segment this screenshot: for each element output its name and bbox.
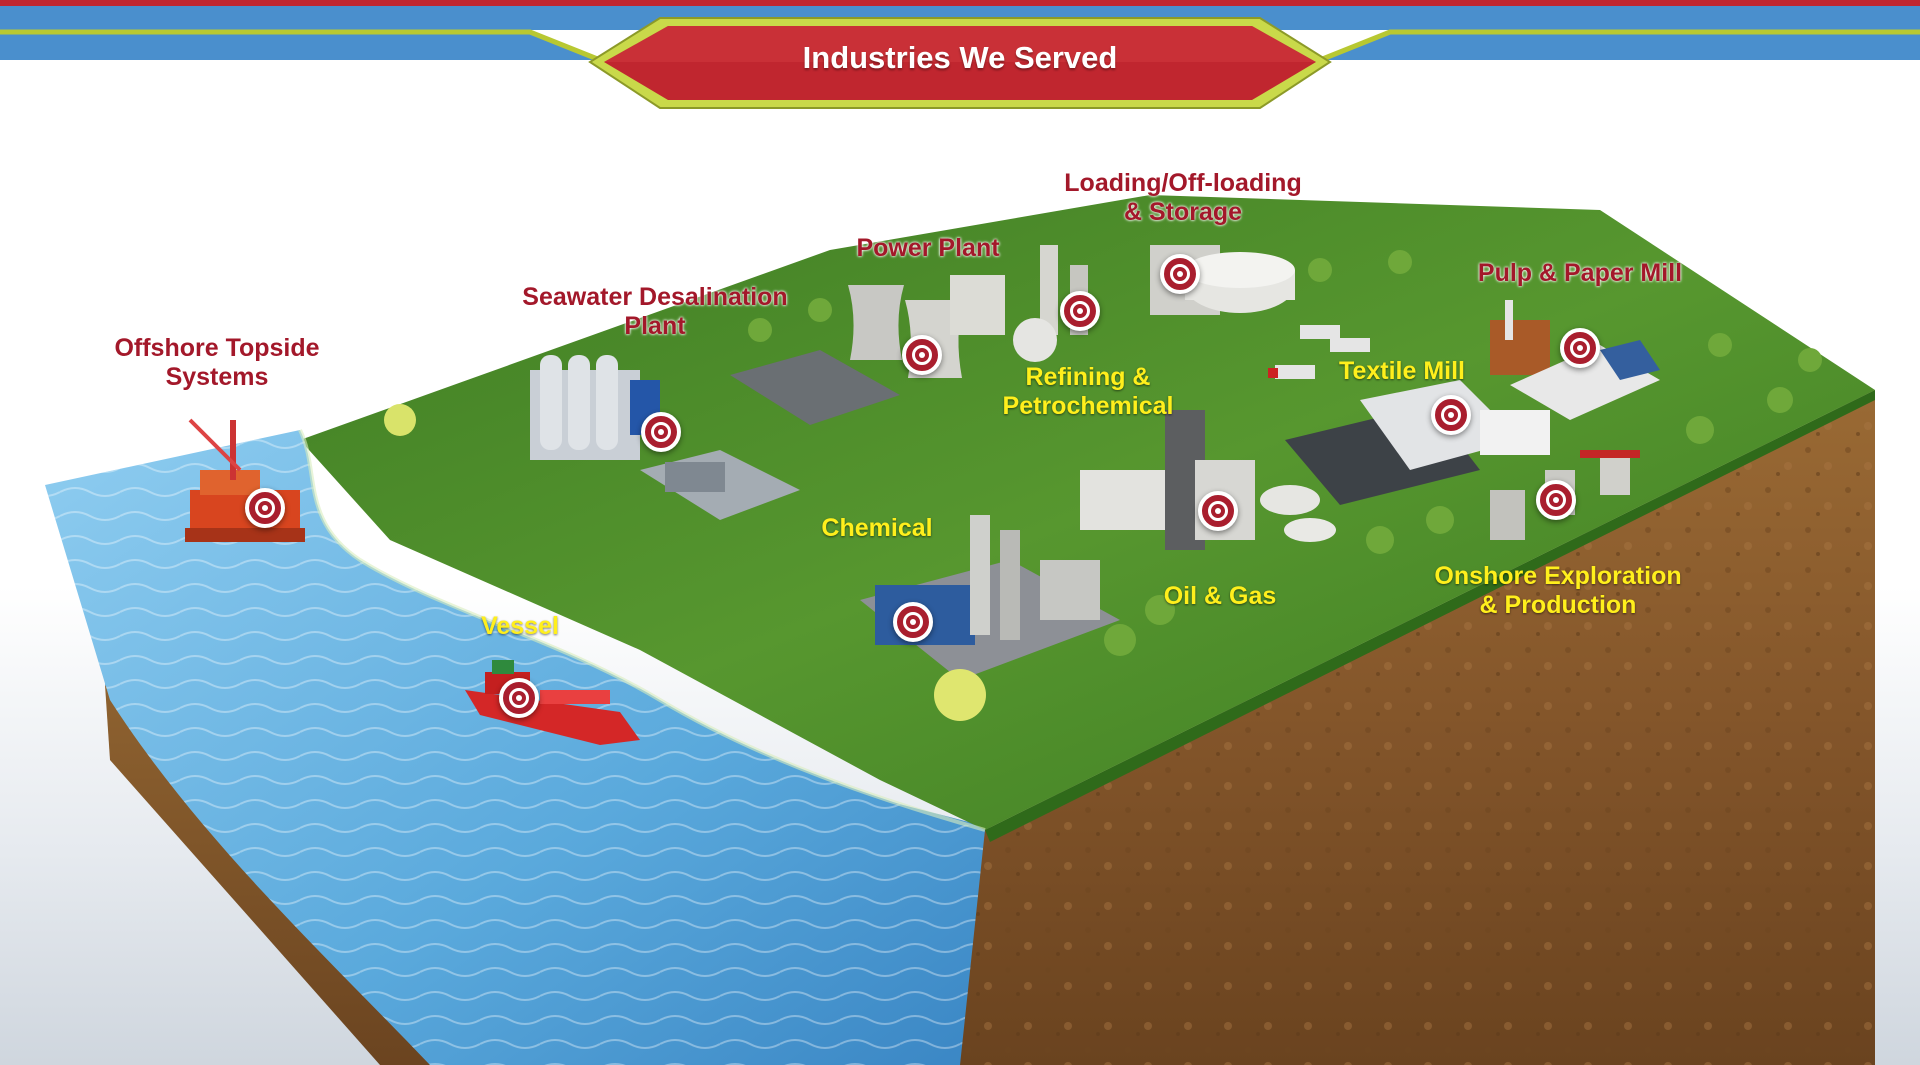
power-plant-target-icon[interactable] [902,335,942,375]
pulp-paper-mill-illustration [1490,300,1660,420]
banner-left-wing [0,30,600,60]
label-oil-gas: Oil & Gas [1163,582,1277,610]
label-power-plant: Power Plant [856,234,1000,262]
label-refining-petrochemical: Refining & Petrochemical [1002,363,1174,420]
banner-green-trim [0,29,1920,65]
label-loading-storage: Loading/Off-loading & Storage [1064,169,1302,226]
label-textile-mill: Textile Mill [1339,357,1465,385]
chemical-plant-illustration [860,515,1120,680]
label-seawater-desalination: Seawater Desalination Plant [522,283,788,340]
top-red-stripe [0,0,1920,6]
textile-target-icon[interactable] [1431,395,1471,435]
page-title: Industries We Served [802,40,1118,75]
trees [384,250,1822,721]
trucks [1268,325,1370,379]
soil-texture [950,390,1875,1065]
onshore-target-icon[interactable] [1536,480,1576,520]
power-plant-illustration [730,275,1005,425]
banner-plate-highlight [604,26,1316,62]
desalination-target-icon[interactable] [641,412,681,452]
chemical-target-icon[interactable] [893,602,933,642]
refining-target-icon[interactable] [1060,291,1100,331]
label-vessel: Vessel [481,612,559,640]
desalination-plant-illustration [530,355,800,520]
label-offshore-topside: Offshore Topside Systems [114,334,320,391]
vessel-target-icon[interactable] [499,678,539,718]
label-onshore-exploration: Onshore Exploration & Production [1434,562,1682,619]
label-chemical: Chemical [821,514,933,542]
label-pulp-paper-mill: Pulp & Paper Mill [1477,259,1683,287]
grass-edge-strip [985,390,1875,842]
water-ripples [45,430,985,1065]
pulp-paper-target-icon[interactable] [1560,328,1600,368]
loading-target-icon[interactable] [1160,254,1200,294]
banner-right-wing [1320,30,1920,60]
shoreline [298,429,986,832]
offshore-target-icon[interactable] [245,488,285,528]
oil-gas-target-icon[interactable] [1198,491,1238,531]
